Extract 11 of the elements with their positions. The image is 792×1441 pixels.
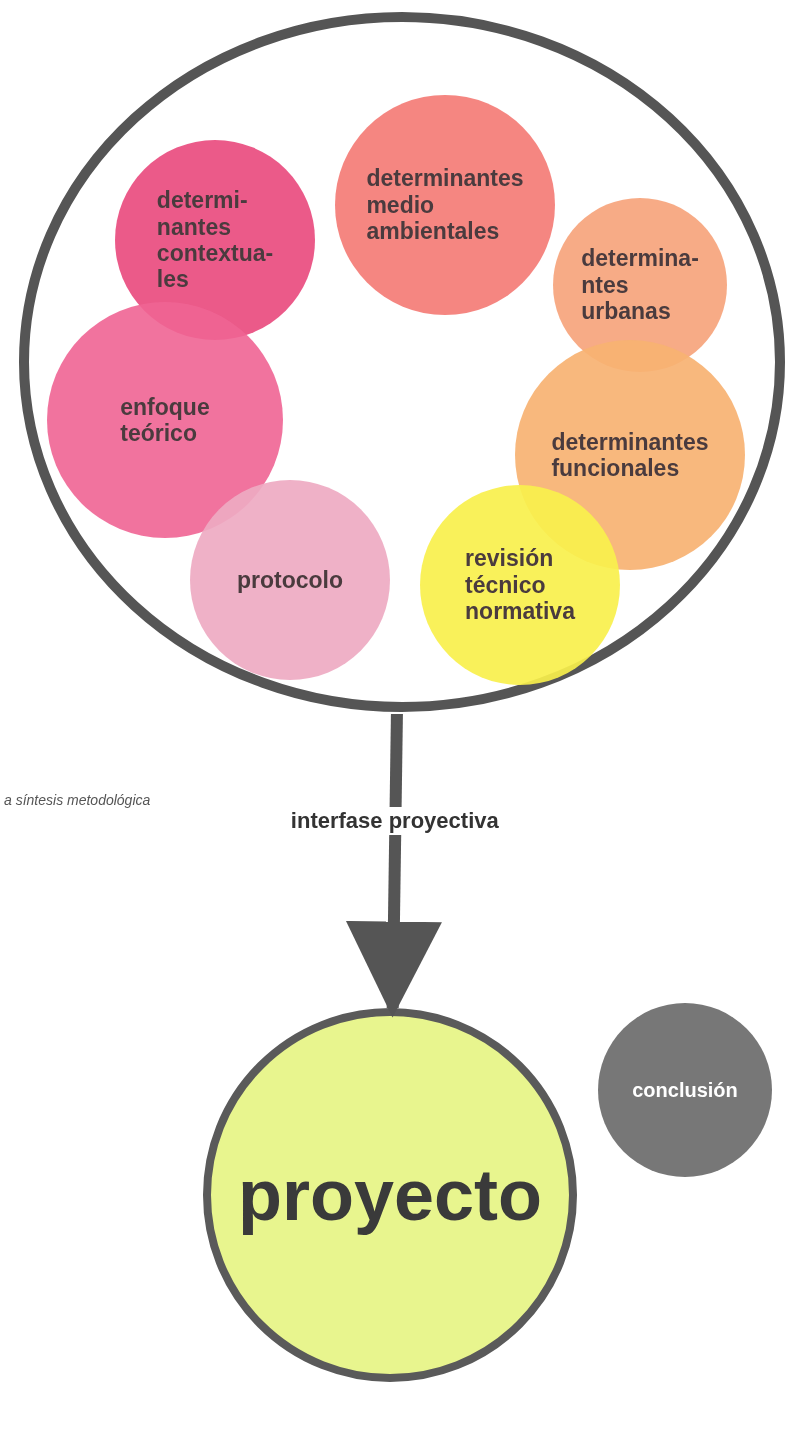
topic-label: protocolo (236, 566, 343, 594)
topic-label: determi- nantes contextua- les (156, 187, 274, 293)
topic-label: revisión técnico normativa (465, 545, 575, 625)
topic-label: determinantes medio ambientales (366, 165, 524, 245)
project-label: proyecto (237, 1153, 543, 1237)
topic-label: conclusión (632, 1078, 738, 1102)
circle-outline (17, 10, 787, 714)
side-note: a síntesis metodológica (4, 792, 151, 808)
topic-label: determina- ntes urbanas (581, 245, 699, 325)
topic-label: enfoque teórico (120, 393, 210, 447)
topic-label: determinantes funcionales (551, 428, 709, 482)
